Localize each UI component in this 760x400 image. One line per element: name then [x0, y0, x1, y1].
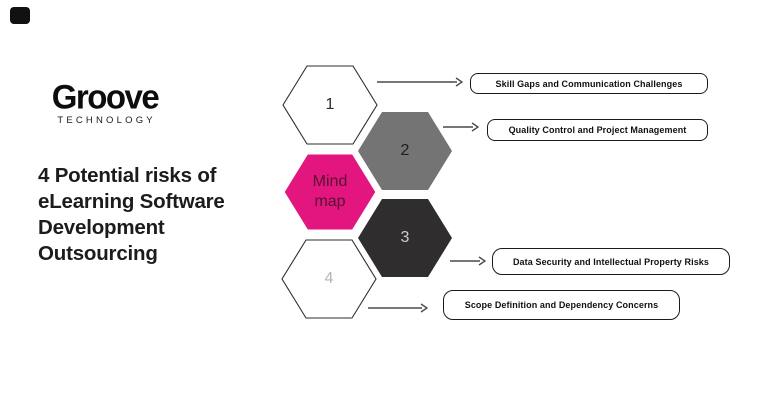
risk-box-2-label: Quality Control and Project Management: [508, 125, 687, 135]
arrow-4-icon: [368, 303, 428, 313]
risk-box-3-label: Data Security and Intellectual Property …: [512, 256, 710, 267]
risk-box-2: Quality Control and Project Management: [487, 119, 708, 141]
hexagon-1-shape: [282, 65, 378, 145]
corner-mark: [10, 7, 30, 24]
hexagon-4: 4: [280, 238, 378, 320]
hexagon-2-shape: [358, 112, 452, 190]
risk-box-1-label: Skill Gaps and Communication Challenges: [495, 78, 683, 89]
arrow-3-icon: [450, 256, 486, 266]
title-line-4: Outsourcing: [38, 242, 158, 265]
arrow-1-icon: [377, 77, 463, 87]
logo-subtitle: TECHNOLOGY: [57, 115, 156, 126]
hexagon-3-shape: [358, 199, 452, 277]
risk-box-1: Skill Gaps and Communication Challenges: [470, 73, 708, 94]
risk-box-4: Scope Definition and Dependency Concerns: [443, 290, 680, 320]
hexagon-4-shape: [281, 239, 377, 319]
center-hexagon-shape: [281, 151, 379, 233]
logo-wordmark: Groove: [51, 77, 160, 116]
risk-box-3: Data Security and Intellectual Property …: [492, 248, 730, 275]
title-line-3: Development: [38, 216, 165, 239]
arrow-2-icon: [443, 122, 479, 132]
risk-box-4-label: Scope Definition and Dependency Concerns: [464, 300, 659, 310]
groove-logo: Groove TECHNOLOGY: [45, 77, 165, 126]
title-line-1: 4 Potential risks of: [38, 164, 217, 187]
slide-title: 4 Potential risks of eLearning Software …: [38, 163, 258, 267]
title-line-2: eLearning Software: [38, 190, 225, 213]
